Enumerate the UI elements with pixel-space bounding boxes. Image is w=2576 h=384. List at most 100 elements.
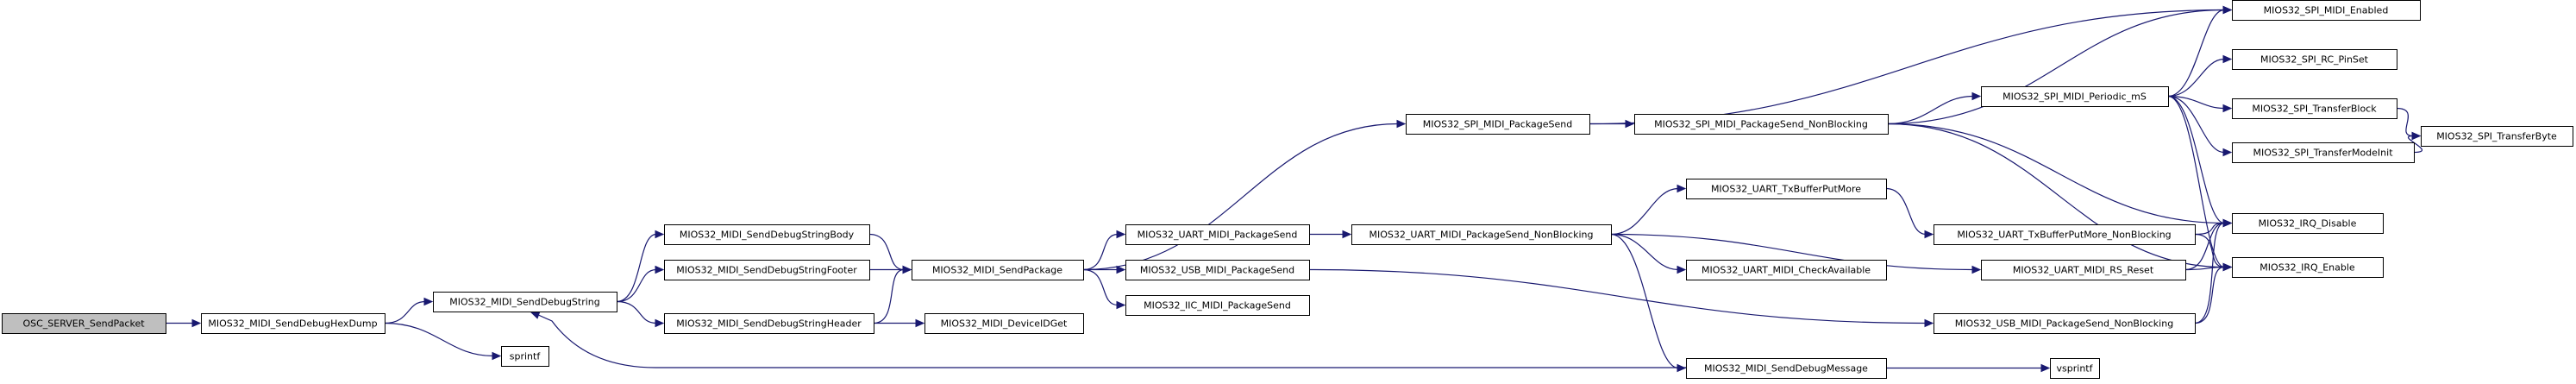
node-label: MIOS32_UART_MIDI_RS_Reset <box>2013 265 2154 276</box>
node-send-debug-string-footer[interactable]: MIOS32_MIDI_SendDebugStringFooter <box>664 260 870 280</box>
edge-arrowhead <box>1625 119 1635 129</box>
edge-arrowhead <box>1971 91 1982 101</box>
edge-line <box>1610 187 1679 236</box>
node-spi-transfer-mode-init[interactable]: MIOS32_SPI_TransferModeInit <box>2232 142 2415 163</box>
edge-send-debug-string-header-to-send-package <box>873 265 912 324</box>
node-send-debug-message[interactable]: MIOS32_MIDI_SendDebugMessage <box>1686 358 1887 379</box>
node-spi-transfer-block[interactable]: MIOS32_SPI_TransferBlock <box>2232 98 2397 119</box>
node-spi-midi-enabled[interactable]: MIOS32_SPI_MIDI_Enabled <box>2232 0 2421 21</box>
node-label: MIOS32_UART_TxBufferPutMore_NonBlocking <box>1957 230 2171 241</box>
node-box <box>201 313 385 334</box>
edge-arrowhead <box>2222 5 2233 15</box>
node-box <box>1981 260 2186 280</box>
node-box <box>1125 224 1310 245</box>
edge-line <box>2194 266 2225 324</box>
node-irq-enable[interactable]: MIOS32_IRQ_Enable <box>2232 257 2384 278</box>
node-label: MIOS32_SPI_MIDI_Periodic_mS <box>2003 91 2147 103</box>
node-box <box>2232 213 2384 234</box>
node-vsprintf[interactable]: vsprintf <box>2050 358 2100 379</box>
node-device-id-get[interactable]: MIOS32_MIDI_DeviceIDGet <box>924 313 1084 334</box>
node-uart-midi-rs-reset[interactable]: MIOS32_UART_MIDI_RS_Reset <box>1981 260 2186 280</box>
node-send-debug-string-header[interactable]: MIOS32_MIDI_SendDebugStringHeader <box>664 313 874 334</box>
node-box <box>1686 260 1887 280</box>
node-iic-midi-package-send[interactable]: MIOS32_IIC_MIDI_PackageSend <box>1125 295 1310 316</box>
edge-osc-send-packet-to-send-debug-hex-dump <box>165 318 202 328</box>
node-uart-tx-buffer-put-more[interactable]: MIOS32_UART_TxBufferPutMore <box>1686 179 1887 199</box>
node-label: MIOS32_SPI_TransferByte <box>2436 131 2557 142</box>
edge-uart-midi-package-send-nb-to-uart-tx-buffer-put-more <box>1610 184 1687 236</box>
edge-line <box>1610 233 1679 271</box>
edge-line <box>2167 95 2225 268</box>
node-label: MIOS32_MIDI_SendDebugStringHeader <box>676 318 862 330</box>
node-send-package[interactable]: MIOS32_MIDI_SendPackage <box>912 260 1084 280</box>
edge-spi-midi-periodic-ms-to-spi-transfer-mode-init <box>2167 95 2233 157</box>
node-spi-transfer-byte[interactable]: MIOS32_SPI_TransferByte <box>2421 126 2573 147</box>
node-label: OSC_SERVER_SendPacket <box>22 318 145 330</box>
node-usb-midi-package-send[interactable]: MIOS32_USB_MIDI_PackageSend <box>1125 260 1310 280</box>
node-box <box>433 292 617 312</box>
node-sprintf[interactable]: sprintf <box>501 346 549 367</box>
edge-arrowhead <box>191 318 202 328</box>
node-label: MIOS32_IIC_MIDI_PackageSend <box>1144 300 1291 312</box>
edge-arrowhead <box>1924 318 1934 328</box>
edge-arrowhead <box>2222 54 2233 64</box>
edge-arrowhead <box>1116 230 1126 239</box>
edge-arrowhead <box>2222 218 2233 228</box>
edge-line <box>2396 107 2414 137</box>
node-label: MIOS32_MIDI_SendDebugStringFooter <box>676 265 857 276</box>
node-spi-midi-package-send[interactable]: MIOS32_SPI_MIDI_PackageSend <box>1406 114 1590 135</box>
node-label: MIOS32_UART_TxBufferPutMore <box>1711 184 1861 195</box>
edge-spi-transfer-mode-init-to-spi-transfer-byte <box>2407 131 2422 154</box>
node-send-debug-string-body[interactable]: MIOS32_MIDI_SendDebugStringBody <box>664 224 870 245</box>
node-uart-midi-check-available[interactable]: MIOS32_UART_MIDI_CheckAvailable <box>1686 260 1887 280</box>
edge-arrowhead <box>1677 265 1687 274</box>
edge-arrowhead <box>2411 131 2422 141</box>
edge-line <box>2184 222 2225 271</box>
edge-line <box>1082 268 1119 306</box>
node-spi-midi-package-send-nb[interactable]: MIOS32_SPI_MIDI_PackageSend_NonBlocking <box>1634 114 1889 135</box>
node-box <box>1686 179 1887 199</box>
edge-line <box>2167 95 2225 110</box>
node-label: MIOS32_IRQ_Disable <box>2259 218 2357 230</box>
node-send-debug-hex-dump[interactable]: MIOS32_MIDI_SendDebugHexDump <box>201 313 385 334</box>
node-uart-midi-package-send[interactable]: MIOS32_UART_MIDI_PackageSend <box>1125 224 1310 245</box>
node-uart-tx-buffer-put-more-nb[interactable]: MIOS32_UART_TxBufferPutMore_NonBlocking <box>1934 224 2196 245</box>
node-usb-midi-package-send-nb[interactable]: MIOS32_USB_MIDI_PackageSend_NonBlocking <box>1934 313 2196 334</box>
node-box <box>1125 295 1310 316</box>
node-label: sprintf <box>510 351 542 362</box>
edge-send-package-to-uart-midi-package-send <box>1082 230 1126 271</box>
node-spi-midi-periodic-ms[interactable]: MIOS32_SPI_MIDI_Periodic_mS <box>1981 86 2169 107</box>
edge-line <box>1887 9 2225 125</box>
edge-arrowhead <box>1677 184 1687 193</box>
node-irq-disable[interactable]: MIOS32_IRQ_Disable <box>2232 213 2384 234</box>
edge-send-debug-hex-dump-to-send-debug-string <box>384 297 434 324</box>
edge-line <box>1308 268 1927 324</box>
node-spi-rc-pin-set[interactable]: MIOS32_SPI_RC_PinSet <box>2232 49 2397 70</box>
edge-line <box>1887 95 1974 125</box>
node-box <box>2232 142 2415 163</box>
node-send-debug-string[interactable]: MIOS32_MIDI_SendDebugString <box>433 292 617 312</box>
edge-arrowhead <box>1116 265 1126 274</box>
edge-send-package-to-spi-midi-package-send <box>1082 119 1407 271</box>
edge-line <box>2194 222 2225 324</box>
edge-arrowhead <box>915 318 925 328</box>
node-label: MIOS32_MIDI_SendDebugString <box>449 297 600 308</box>
edge-spi-midi-package-send-nb-to-irq-enable <box>1887 123 2233 272</box>
node-uart-midi-package-send-nb[interactable]: MIOS32_UART_MIDI_PackageSend_NonBlocking <box>1351 224 1612 245</box>
node-box <box>2 313 166 334</box>
node-label: vsprintf <box>2057 363 2094 375</box>
node-label: MIOS32_MIDI_SendPackage <box>932 265 1062 276</box>
node-box <box>924 313 1084 334</box>
node-box <box>2050 358 2100 379</box>
edge-send-debug-string-header-to-device-id-get <box>873 318 925 328</box>
node-box <box>912 260 1084 280</box>
node-label: MIOS32_UART_MIDI_PackageSend <box>1138 230 1298 241</box>
node-label: MIOS32_SPI_RC_PinSet <box>2260 54 2369 66</box>
edge-usb-midi-package-send-nb-to-irq-enable <box>2194 262 2233 324</box>
edge-line <box>536 313 1686 368</box>
node-box <box>1981 86 2169 107</box>
edge-arrowhead <box>2040 363 2051 373</box>
edge-line <box>2167 95 2225 154</box>
